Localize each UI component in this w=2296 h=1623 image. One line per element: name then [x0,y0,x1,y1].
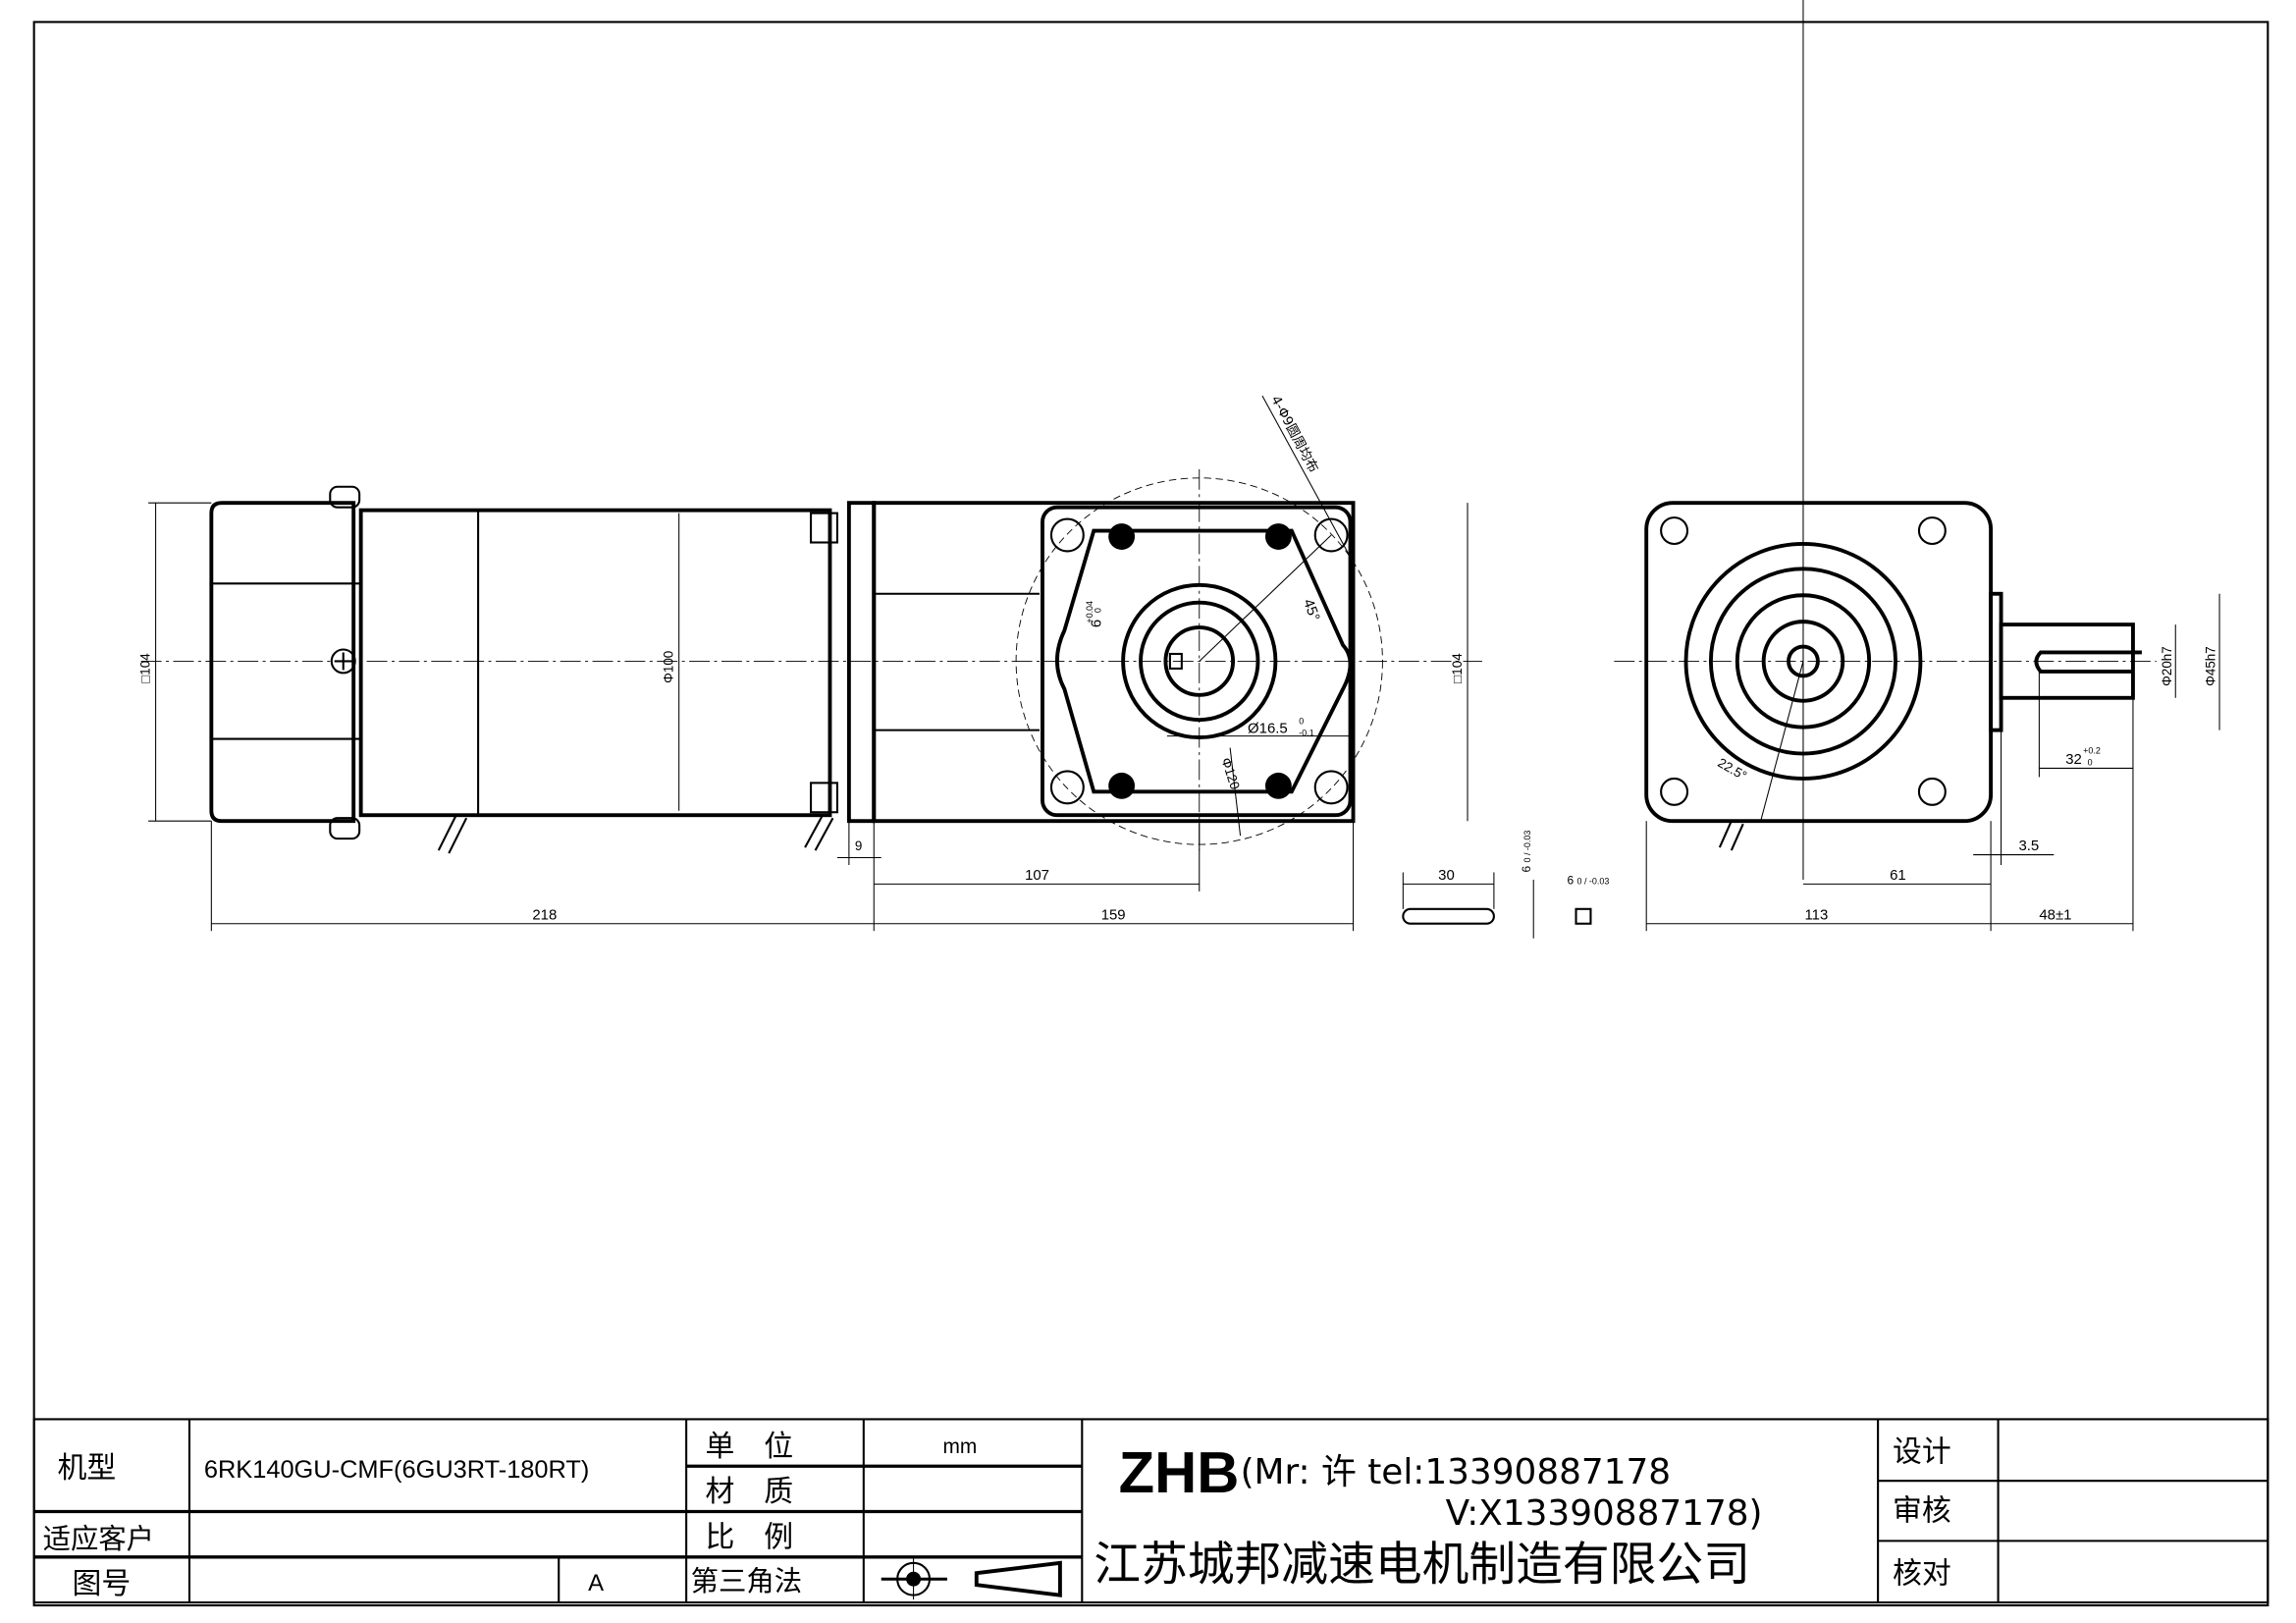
svg-text:0: 0 [1094,608,1103,613]
svg-text:+0.04: +0.04 [1085,601,1095,623]
svg-text:6: 6 [1089,620,1105,627]
svg-text:45°: 45° [1300,597,1323,623]
svg-text:3.5: 3.5 [2018,838,2039,854]
front-view [140,395,1482,854]
svg-text:Φ120: Φ120 [1218,756,1242,791]
check-label: 核对 [1893,1557,1951,1592]
title-block: 机型 6RK140GU-CMF(6GU3RT-180RT) 适应客户 图号 A … [32,1418,2269,1604]
material-label: 材 质 [706,1475,794,1509]
contact-line-2: V:X13390887178) [1446,1493,1763,1534]
svg-text:32: 32 [2065,751,2082,768]
projection-label: 第三角法 [691,1565,802,1597]
customer-label: 适应客户 [43,1523,154,1555]
svg-text:6 0 / -0.03: 6 0 / -0.03 [1568,873,1610,887]
svg-text:□104: □104 [1450,653,1465,683]
drawing-border [32,21,2269,1607]
contact-line-1: (Mr: 许 tel:13390887178 [1241,1452,1672,1492]
svg-text:+0.2: +0.2 [2083,746,2101,756]
mount-holes [1049,517,1349,805]
svg-text:22.5°: 22.5° [1715,755,1749,784]
svg-text:0: 0 [2088,757,2093,767]
third-angle-projection-icon [881,1558,1062,1600]
svg-text:61: 61 [1890,867,1906,884]
model-label: 机型 [58,1451,117,1486]
side-view-dimensions: 113 48±1 61 3.5 32 +0.2 0 Φ20h7 Φ45h7 22… [1645,0,2220,932]
svg-text:Φ100: Φ100 [662,651,676,683]
svg-text:Φ20h7: Φ20h7 [2160,646,2174,686]
svg-text:□104: □104 [138,653,153,683]
svg-text:6 0 / -0.03: 6 0 / -0.03 [1520,831,1533,873]
revision: A [588,1570,604,1596]
svg-text:4-Φ9圆周均布: 4-Φ9圆周均布 [1267,394,1321,476]
review-label: 审核 [1893,1493,1951,1528]
svg-text:218: 218 [532,906,557,923]
key-detail: 30 6 0 / -0.03 6 0 / -0.03 [1402,831,1610,939]
svg-text:113: 113 [1804,906,1828,923]
svg-text:107: 107 [1025,867,1049,884]
svg-text:-0.1: -0.1 [1299,729,1313,738]
svg-text:Φ45h7: Φ45h7 [2204,646,2218,686]
svg-text:159: 159 [1101,906,1126,923]
svg-text:48±1: 48±1 [2039,906,2071,923]
unit-label: 单 位 [706,1430,794,1464]
svg-text:30: 30 [1438,867,1455,884]
svg-text:0: 0 [1299,717,1304,727]
side-view [1614,483,2157,880]
model-value: 6RK140GU-CMF(6GU3RT-180RT) [204,1456,589,1484]
screw-icon [330,648,356,675]
company-name: 江苏城邦减速电机制造有限公司 [1094,1539,1750,1593]
unit-value: mm [942,1435,977,1458]
scale-label: 比 例 [706,1520,794,1554]
brand-logo: ZHB [1119,1439,1240,1505]
svg-text:Ø16.5: Ø16.5 [1248,721,1288,737]
design-label: 设计 [1893,1435,1951,1470]
drawing-no-label: 图号 [72,1567,131,1601]
svg-text:9: 9 [855,839,862,853]
